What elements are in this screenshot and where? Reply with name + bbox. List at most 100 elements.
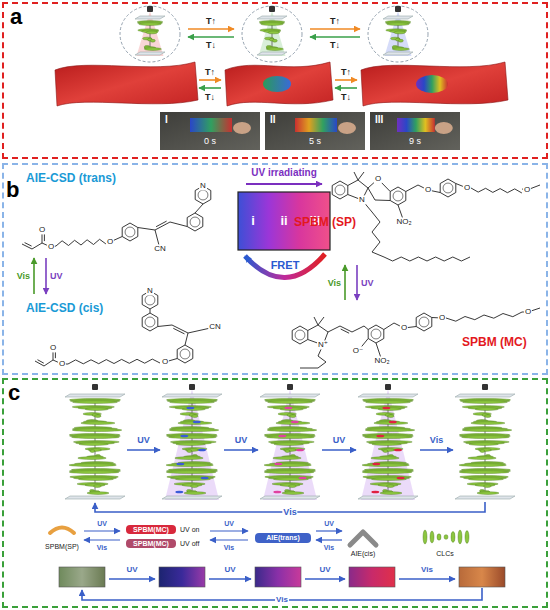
light-beam: [165, 389, 219, 500]
arrow: [188, 36, 234, 38]
bond: [328, 326, 340, 332]
dye-molecule: [397, 477, 405, 480]
aromatic-circle: [371, 329, 381, 339]
liquid-crystal-layer: [169, 436, 217, 439]
dye-molecule: [291, 421, 299, 424]
liquid-crystal-layer: [462, 436, 510, 439]
stimulus-label: UV: [50, 271, 63, 281]
bond: [22, 244, 32, 249]
alkyl-chain: [446, 312, 522, 321]
film-strip: [397, 118, 435, 132]
liquid-crystal-layer: [459, 464, 506, 467]
liquid-crystal-layer: [378, 408, 401, 411]
stimulus-label: Vis: [328, 277, 341, 287]
cholesteric-film: [225, 62, 333, 106]
liquid-crystal-layer: [387, 23, 409, 26]
glass-plate: [162, 496, 222, 499]
liquid-crystal-layer: [175, 457, 203, 460]
liquid-crystal-layer: [365, 429, 415, 432]
liquid-crystal-layer: [372, 443, 401, 446]
atom-label: NO₂: [395, 217, 412, 226]
legend-label: CLCs: [436, 550, 454, 558]
liquid-crystal-layer: [380, 492, 402, 495]
liquid-crystal-layer: [268, 31, 280, 34]
thumb: [338, 122, 356, 134]
liquid-crystal-layer: [178, 422, 212, 425]
stimulus-label: UV: [235, 435, 248, 445]
liquid-crystal-layer: [69, 464, 116, 467]
liquid-crystal-layer: [166, 464, 213, 467]
bond: [362, 200, 384, 257]
lamp: [189, 384, 195, 390]
liquid-crystal-layer: [93, 485, 101, 488]
thumb: [435, 122, 453, 134]
liquid-crystal-layer: [72, 436, 120, 439]
legend-label: SPBM(SP): [45, 543, 79, 551]
light-beam: [361, 389, 415, 500]
node-label: 9 s: [409, 136, 421, 146]
glass-plate: [455, 394, 515, 397]
atom-label: O: [106, 237, 114, 246]
glass-plate: [65, 394, 125, 397]
liquid-crystal-layer: [187, 450, 192, 453]
glass-plate: [162, 394, 222, 397]
clc-layer: [458, 530, 462, 544]
stimulus-label: UV: [319, 565, 330, 574]
liquid-crystal-layer: [175, 478, 210, 481]
benzene-ring: [332, 181, 348, 199]
stimulus-label: UV: [97, 520, 107, 528]
uv-arrow: [246, 183, 322, 185]
benzene-ring: [122, 223, 138, 241]
double-bond: [156, 221, 167, 227]
alkyl-chain: [384, 257, 470, 261]
liquid-crystal-layer: [144, 48, 161, 51]
reaction-arrow: [33, 258, 35, 294]
dye-molecule: [278, 435, 286, 438]
arrow: [188, 28, 234, 30]
clc-layer: [451, 532, 455, 543]
bond: [368, 188, 390, 201]
zoom-circle: [368, 6, 428, 62]
stimulus-label: T↓: [341, 92, 351, 102]
glass-plate: [383, 16, 413, 19]
liquid-crystal-layer: [190, 485, 198, 488]
liquid-crystal-layer: [85, 408, 108, 411]
liquid-crystal-layer: [139, 23, 161, 26]
lamp: [269, 6, 275, 12]
liquid-crystal-layer: [176, 443, 205, 446]
photo-frame: II5 s: [265, 112, 365, 150]
atom-label: NO₂: [373, 356, 390, 365]
liquid-crystal-layer: [463, 401, 508, 404]
bond: [318, 317, 324, 325]
liquid-crystal-layer: [73, 401, 118, 404]
color-sample: [255, 567, 301, 587]
liquid-crystal-layer: [282, 492, 304, 495]
liquid-crystal-layer: [365, 436, 413, 439]
zoom-circle: [120, 6, 180, 62]
bond: [155, 222, 170, 230]
dye-molecule: [198, 449, 206, 452]
liquid-crystal-layer: [475, 408, 498, 411]
thumb: [233, 122, 251, 134]
bond: [358, 172, 364, 180]
legend-label: UV off: [180, 539, 199, 547]
liquid-crystal-layer: [169, 429, 219, 432]
double-bond: [341, 329, 349, 333]
atom-label: O: [523, 185, 531, 194]
liquid-crystal-layer: [272, 39, 277, 42]
liquid-crystal-layer: [273, 478, 308, 481]
reaction-arrow: [356, 265, 358, 300]
node-label: i: [251, 214, 255, 229]
alkyl-chain: [56, 239, 106, 246]
arrow: [316, 539, 342, 540]
dye-molecule: [284, 407, 292, 410]
bond: [314, 317, 318, 325]
double-bond: [25, 243, 32, 247]
reaction-arrow: [45, 258, 47, 294]
aromatic-circle: [198, 190, 208, 200]
dye-molecule: [372, 463, 380, 466]
arrow: [224, 449, 258, 451]
alkyl-chain: [68, 359, 160, 364]
arrow: [420, 449, 453, 451]
node-label: AIE-CSD (cis): [26, 302, 103, 316]
